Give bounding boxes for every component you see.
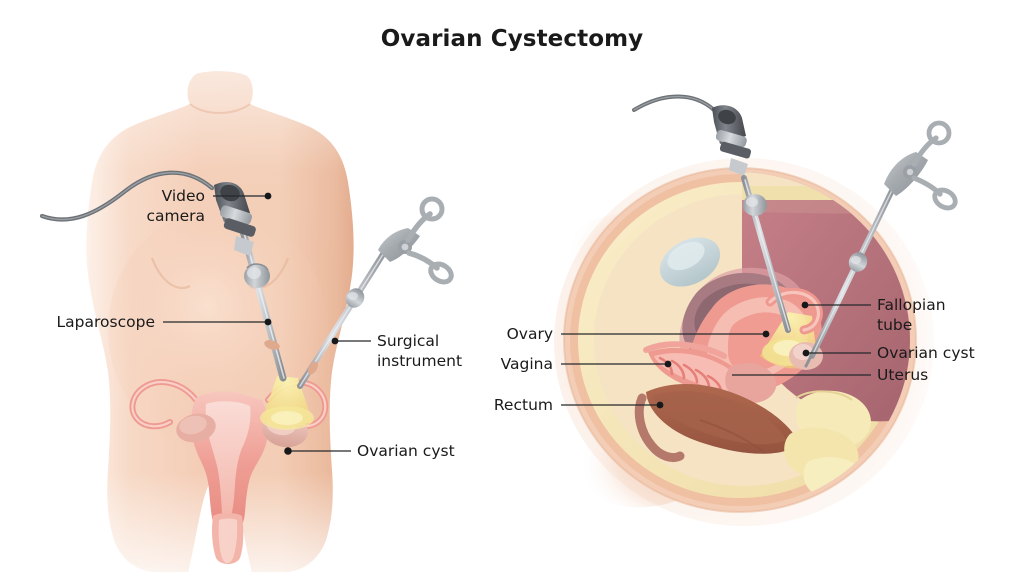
ovary-cyst-region	[760, 288, 823, 370]
label-text-rectum: Rectum	[494, 396, 553, 414]
leader-dot	[656, 401, 664, 409]
label-text-laparoscope: Laparoscope	[57, 313, 155, 331]
leader-dot	[802, 349, 810, 357]
instrument-trocar-port	[345, 288, 365, 308]
left-panel-labels: Video camera Laparoscope Surgical instru…	[57, 187, 462, 460]
video-camera-head-right	[712, 105, 752, 176]
leader-dot	[264, 318, 272, 326]
page-title: Ovarian Cystectomy	[380, 26, 644, 52]
laparoscope-assembly	[39, 170, 287, 382]
omentum-fat	[784, 390, 871, 499]
label-rectum: Rectum	[494, 396, 664, 414]
right-panel-instruments	[632, 94, 959, 368]
instrument-handle[interactable]	[378, 196, 455, 286]
leader-dot	[331, 337, 339, 345]
laparoscope-light-cone	[260, 376, 314, 430]
label-ovary: Ovary	[507, 325, 770, 343]
label-text-surgical-instrument-line1: Surgical	[377, 332, 439, 350]
label-text-ovary: Ovary	[507, 325, 553, 343]
instrument-handle-right[interactable]	[884, 120, 959, 212]
label-text-ovarian-cyst-left: Ovarian cyst	[357, 442, 455, 460]
left-panel-anterior-view: Video camera Laparoscope Surgical instru…	[39, 71, 462, 572]
label-text-uterus: Uterus	[877, 366, 928, 384]
label-text-ovarian-cyst-right: Ovarian cyst	[877, 344, 975, 362]
label-text-fallopian-tube-line1: Fallopian	[877, 296, 946, 314]
label-vagina: Vagina	[501, 355, 672, 373]
leader-dot	[284, 447, 292, 455]
video-camera-head	[214, 182, 256, 256]
laparoscope-trocar-port-right	[743, 194, 767, 216]
label-surgical-instrument: Surgical instrument	[331, 332, 462, 370]
laparoscope-trocar-port	[244, 263, 270, 288]
label-video-camera: Video camera	[146, 187, 272, 225]
laparoscope-assembly-right	[632, 94, 791, 333]
label-text-fallopian-tube-line2: tube	[877, 316, 912, 334]
label-text-video-camera-line1: Video	[162, 187, 205, 205]
surgical-instrument-assembly-right	[804, 120, 959, 368]
label-uterus: Uterus	[732, 366, 928, 384]
surgical-instrument-assembly	[297, 196, 455, 389]
label-laparoscope: Laparoscope	[57, 313, 272, 331]
leader-dot	[664, 360, 672, 368]
label-ovarian-cyst-right: Ovarian cyst	[802, 344, 975, 362]
label-text-video-camera-line2: camera	[146, 207, 205, 225]
leader-dot	[762, 330, 770, 338]
instrument-trocar-port-right	[848, 252, 868, 272]
label-text-vagina: Vagina	[501, 355, 553, 373]
label-fallopian-tube: Fallopian tube	[801, 296, 946, 334]
leader-dot	[801, 301, 809, 309]
label-text-surgical-instrument-line2: instrument	[377, 352, 462, 370]
right-panel-labels: Ovary Vagina Rectum Fallopian tube	[494, 296, 975, 414]
right-panel-cross-section: Ovary Vagina Rectum Fallopian tube	[494, 94, 975, 526]
leader-dot	[264, 192, 272, 200]
label-ovarian-cyst-left: Ovarian cyst	[284, 442, 455, 460]
